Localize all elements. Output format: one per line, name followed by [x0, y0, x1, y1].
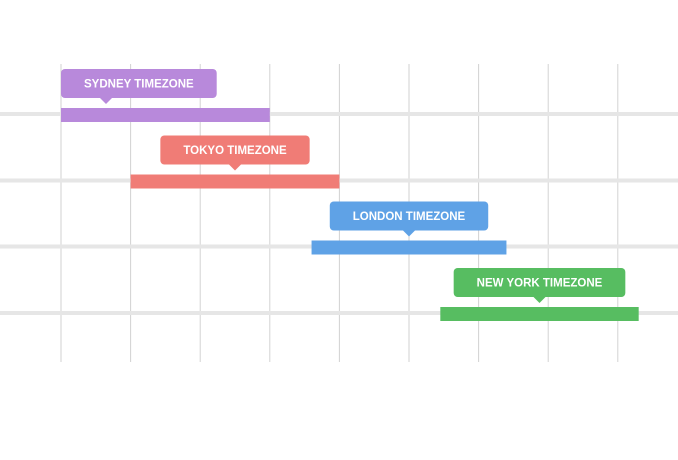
timezone-bar-3 — [440, 307, 639, 321]
timezone-label-pointer-3 — [533, 297, 546, 303]
timezone-label-box-3 — [453, 268, 626, 297]
timezone-label-box-1 — [160, 135, 310, 165]
timezone-label-3: NEW YORK TIMEZONE — [453, 268, 626, 303]
timezone-label-text-1: TOKYO TIMEZONE — [183, 145, 287, 157]
timezone-label-text-3: NEW YORK TIMEZONE — [477, 278, 603, 290]
timezone-label-text-2: LONDON TIMEZONE — [353, 211, 466, 223]
timezone-label-box-0 — [61, 69, 217, 98]
timezone-label-1: TOKYO TIMEZONE — [160, 135, 310, 171]
timezone-label-box-2 — [329, 201, 489, 231]
timezone-bar-2 — [311, 240, 507, 255]
timezone-labels: SYDNEY TIMEZONE TOKYO TIMEZONE LONDON TIME… — [61, 69, 626, 303]
timezone-bar-0 — [61, 108, 270, 122]
timezone-bars — [61, 108, 639, 321]
timezone-label-pointer-0 — [100, 98, 112, 104]
timezone-label-pointer-2 — [403, 230, 415, 237]
timezone-label-2: LONDON TIMEZONE — [329, 201, 489, 237]
timezone-label-0: SYDNEY TIMEZONE — [61, 69, 217, 104]
timezone-label-pointer-1 — [229, 164, 241, 171]
timezone-label-text-0: SYDNEY TIMEZONE — [84, 79, 194, 91]
timezone-bar-1 — [130, 174, 340, 189]
